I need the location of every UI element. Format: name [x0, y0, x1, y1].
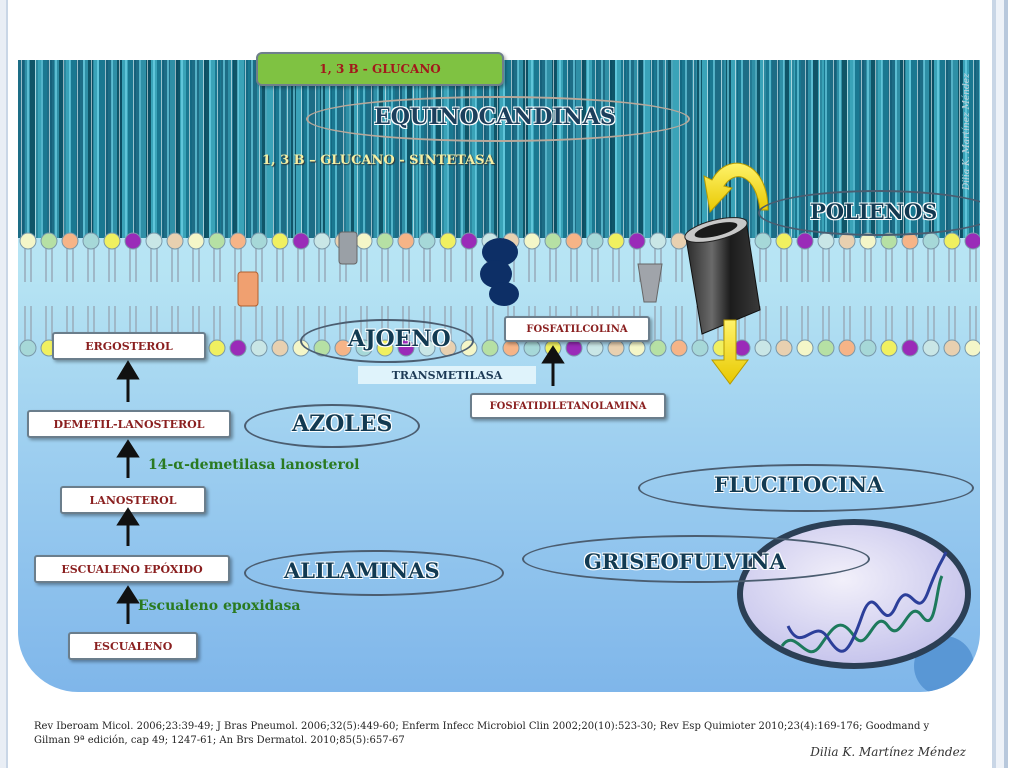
box-transmetilasa: TRANSMETILASA	[358, 366, 536, 384]
polyene-pore	[684, 162, 769, 385]
label-equinocandinas: EQUINOCANDINAS	[374, 104, 616, 130]
ellipse-polienos	[758, 190, 980, 236]
dna-strand-2	[786, 551, 948, 653]
demetil-lanosterol-label: DEMETIL-LANOSTEROL	[53, 417, 205, 431]
box-ergosterol: ERGOSTEROL	[52, 332, 206, 360]
fosfatilcolina-label: FOSFATILCOLINA	[526, 323, 628, 335]
label-demetilasa: 14-α-demetilasa lanosterol	[148, 457, 360, 473]
vertical-signature: Dilia K. Martínez Méndez	[962, 73, 972, 190]
reference-text: Rev Iberoam Micol. 2006;23:39-49; J Bras…	[34, 721, 930, 746]
membrane-protein-2	[480, 238, 519, 306]
diagram-panel: ERGOSTEROL DEMETIL-LANOSTEROL LANOSTEROL…	[18, 60, 980, 692]
label-polienos: POLIENOS	[810, 199, 938, 224]
ellipse-ajoeno	[300, 319, 474, 363]
ellipse-alilaminas	[244, 550, 504, 596]
label-flucitocina: FLUCITOCINA	[714, 472, 884, 497]
arrow-fosfatidil-to-fosfatil	[541, 345, 565, 386]
membrane-protein-3	[237, 271, 259, 307]
signature: Dilia K. Martínez Méndez	[810, 745, 966, 759]
arrow-demetil-to-ergosterol	[116, 360, 140, 402]
label-glucano-sintetasa: 1, 3 B – GLUCANO - SINTETASA	[262, 153, 495, 168]
lanosterol-label: LANOSTEROL	[89, 493, 177, 507]
box-lanosterol: LANOSTEROL	[60, 486, 206, 514]
label-escualeno-epoxidasa: Escualeno epoxidasa	[138, 598, 301, 614]
ellipse-griseofulvina	[522, 535, 870, 583]
right-border	[984, 0, 1024, 768]
membrane-protein-1	[338, 231, 358, 265]
ellipse-equinocandinas	[306, 96, 690, 142]
arrow-escualeno-to-epoxido	[116, 585, 140, 624]
glucano-label: 1, 3 B - GLUCANO	[319, 62, 441, 76]
curved-yellow-arrow	[703, 162, 769, 214]
arrows-layer	[116, 345, 565, 624]
ellipse-azoles	[244, 404, 420, 448]
label-ajoeno: AJOENO	[348, 326, 451, 352]
down-yellow-arrow	[711, 319, 749, 385]
left-border	[0, 0, 14, 768]
fosfatidiletanolamina-label: FOSFATIDILETANOLAMINA	[489, 400, 647, 412]
box-demetil-lanosterol: DEMETIL-LANOSTEROL	[27, 410, 231, 438]
arrow-epoxido-to-lanosterol	[116, 507, 140, 546]
ellipse-flucitocina	[638, 464, 974, 512]
escualeno-epoxido-label: ESCUALENO EPÓXIDO	[61, 562, 203, 576]
transmetilasa-label: TRANSMETILASA	[391, 368, 503, 382]
box-escualeno-epoxido: ESCUALENO EPÓXIDO	[34, 555, 230, 583]
escualeno-label: ESCUALENO	[93, 639, 173, 653]
box-escualeno: ESCUALENO	[68, 632, 198, 660]
box-fosfatilcolina: FOSFATILCOLINA	[504, 316, 650, 342]
box-glucano: 1, 3 B - GLUCANO	[256, 52, 504, 86]
dna-strand-1	[780, 575, 944, 654]
arrow-lanosterol-to-demetil	[116, 439, 140, 478]
membrane-protein-4	[637, 263, 663, 303]
label-griseofulvina: GRISEOFULVINA	[584, 549, 786, 574]
cell-membrane	[19, 231, 980, 357]
box-fosfatidiletanolamina: FOSFATIDILETANOLAMINA	[470, 393, 666, 419]
label-alilaminas: ALILAMINAS	[284, 558, 440, 583]
ergosterol-label: ERGOSTEROL	[85, 339, 173, 353]
label-azoles: AZOLES	[292, 411, 393, 437]
